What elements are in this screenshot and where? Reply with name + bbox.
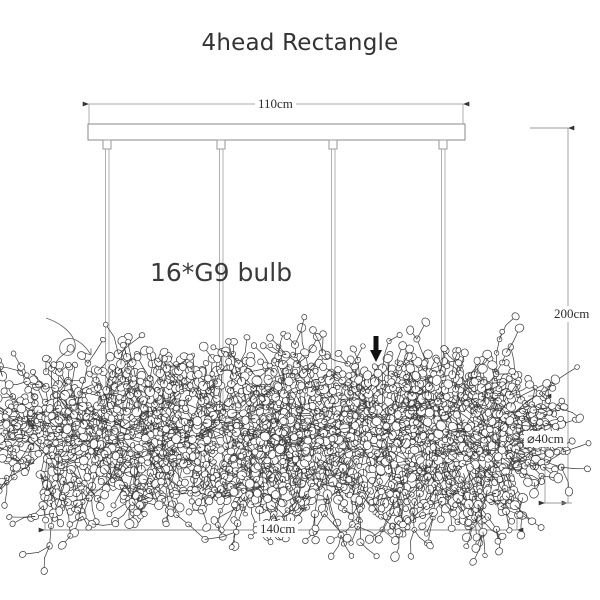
dimension-label-200cm: 200cm [551, 306, 593, 322]
bulb-annotation: 16*G9 bulb [150, 258, 293, 287]
dimension-label-140cm: 140cm [257, 521, 299, 537]
page-title: 4head Rectangle [201, 30, 399, 56]
dimension-label-110cm: 110cm [255, 96, 296, 112]
dimension-label-40cm: ⌀40cm [524, 431, 567, 447]
down-arrow-icon [370, 336, 382, 362]
canopy-plate [87, 123, 466, 141]
leader-curve [45, 317, 92, 356]
bulb-branch-cluster [0, 312, 592, 575]
